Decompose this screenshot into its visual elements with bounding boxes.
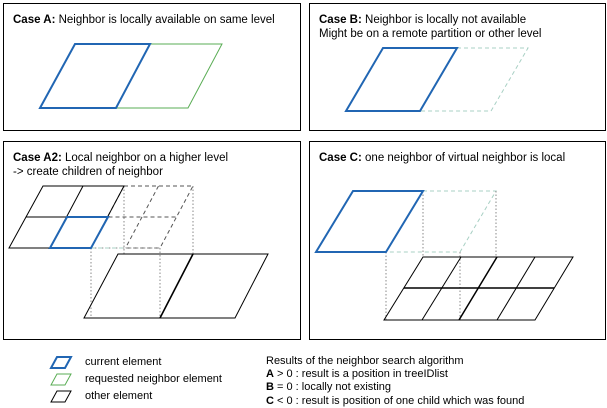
results-key-a: A	[266, 368, 274, 381]
results-line-b: B = 0 : locally not existing	[266, 381, 524, 394]
results-key-c: C	[266, 394, 274, 407]
legend-requested-swatch	[50, 373, 72, 386]
case-c-requested-neighbor	[385, 190, 497, 253]
legend-current-label: current element	[85, 356, 162, 368]
case-a2-tag: Case A2:	[13, 152, 62, 164]
case-c-text: one neighbor of virtual neighbor is loca…	[365, 152, 566, 164]
case-b-tag: Case B:	[319, 14, 362, 26]
case-a-tag: Case A:	[13, 14, 56, 26]
legend: current element requested neighbor eleme…	[48, 355, 268, 405]
case-b-requested-neighbor	[419, 47, 529, 112]
case-a2-projection-lines	[90, 186, 194, 318]
panel-case-a: Case A: Neighbor is locally available on…	[3, 3, 301, 131]
case-b-heading: Case B: Neighbor is locally not availabl…	[319, 13, 541, 41]
case-a2-current-element	[48, 216, 110, 249]
case-c-tag: Case C:	[319, 152, 362, 164]
panel-case-a2: Case A2: Local neighbor on a higher leve…	[3, 141, 301, 340]
case-a2-text-2: -> create children of neighbor	[13, 166, 163, 178]
results-description: Results of the neighbor search algorithm…	[266, 355, 524, 408]
case-c-heading: Case C: one neighbor of virtual neighbor…	[319, 151, 565, 165]
results-line-a: A > 0 : result is a position in treeIDli…	[266, 368, 524, 381]
panel-case-b: Case B: Neighbor is locally not availabl…	[309, 3, 606, 131]
case-b-text: Neighbor is locally not available	[365, 14, 527, 26]
case-c-projection-lines	[385, 191, 497, 320]
case-a-current-element	[38, 43, 152, 109]
case-a-heading: Case A: Neighbor is locally available on…	[13, 13, 275, 27]
case-a-text: Neighbor is locally available on same le…	[58, 14, 275, 26]
case-b-text-2: Might be on a remote partition or other …	[319, 28, 542, 40]
panel-case-c: Case C: one neighbor of virtual neighbor…	[309, 141, 606, 340]
legend-requested-label: requested neighbor element	[85, 373, 222, 385]
case-a2-text: Local neighbor on a higher level	[65, 152, 229, 164]
results-title: Results of the neighbor search algorithm	[266, 355, 464, 367]
results-text-a: > 0 : result is a position in treeIDlist	[273, 368, 448, 381]
results-key-b: B	[266, 381, 274, 394]
results-text-c: < 0 : result is position of one child wh…	[273, 394, 525, 407]
case-b-current-element	[344, 47, 459, 112]
results-line-c: C < 0 : result is position of one child …	[266, 395, 524, 408]
case-a2-higher-level-neighbor	[83, 253, 269, 319]
results-text-b: = 0 : locally not existing	[273, 381, 392, 394]
legend-other-swatch	[50, 390, 72, 403]
legend-other-label: other element	[85, 390, 153, 402]
legend-current-swatch	[49, 356, 73, 369]
case-c-current-element	[314, 190, 425, 253]
case-c-children-grid	[383, 256, 574, 321]
case-a2-heading: Case A2: Local neighbor on a higher leve…	[13, 151, 228, 179]
